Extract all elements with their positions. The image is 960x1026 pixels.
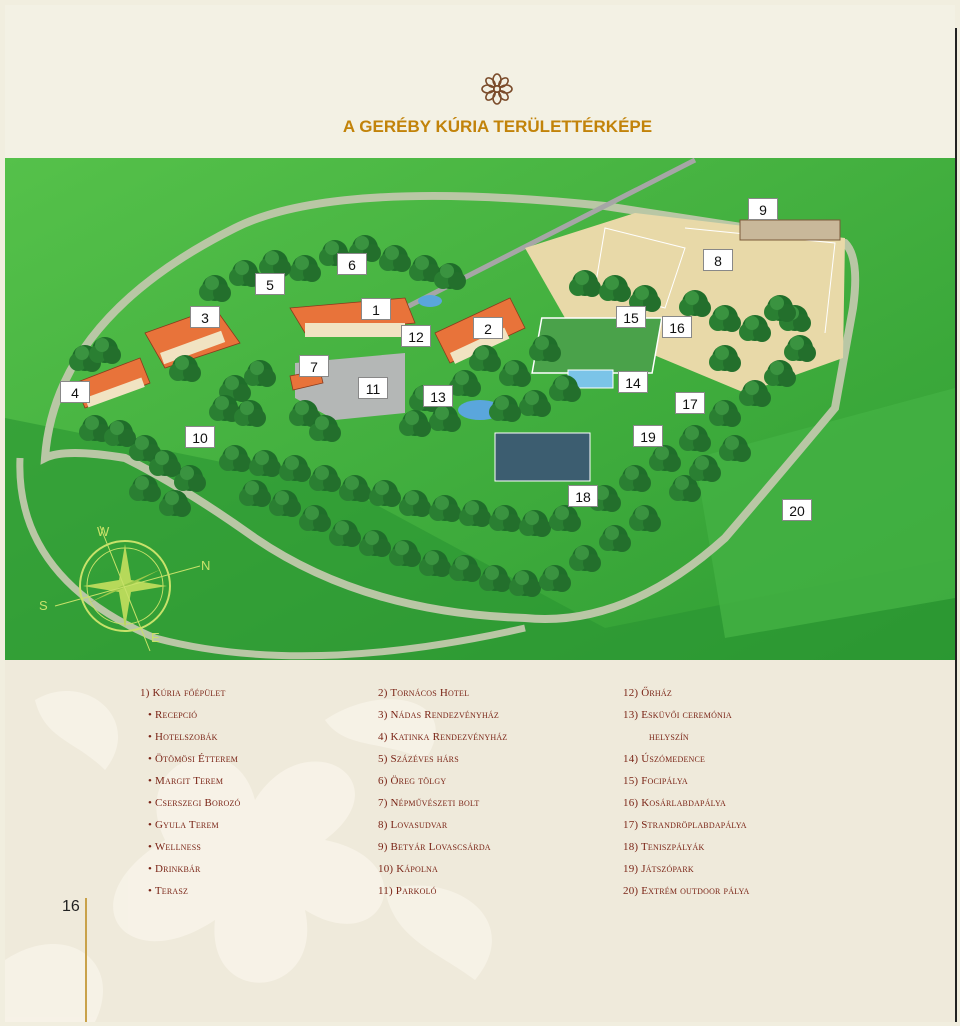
map-marker-19[interactable]: 19 <box>633 425 663 447</box>
site-map-illustration: W N S E <box>5 158 955 660</box>
site-map: W N S E 1 2 3 4 5 6 7 8 9 10 11 12 13 14… <box>5 158 955 660</box>
legend-item: 13) Esküvői ceremónia <box>623 709 732 721</box>
map-marker-9[interactable]: 9 <box>748 198 778 220</box>
legend-item: 17) Strandröplabdapálya <box>623 819 747 831</box>
map-marker-8[interactable]: 8 <box>703 249 733 271</box>
legend-item-continuation: helyszín <box>649 731 689 743</box>
legend-sub-item: Margit Terem <box>140 774 241 796</box>
legend-item: 15) Focipálya <box>623 775 688 787</box>
map-marker-2[interactable]: 2 <box>473 317 503 339</box>
legend-item: 14) Úszómedence <box>623 753 706 765</box>
legend-item: 5) Százéves hárs <box>378 753 459 765</box>
legend-item: 7) Népművészeti bolt <box>378 797 480 809</box>
legend-sub-item: Ötömösi Étterem <box>140 752 241 774</box>
map-marker-14[interactable]: 14 <box>618 371 648 393</box>
map-marker-20[interactable]: 20 <box>782 499 812 521</box>
map-marker-3[interactable]: 3 <box>190 306 220 328</box>
page-number-rule <box>85 898 87 1022</box>
map-marker-11[interactable]: 11 <box>358 377 388 399</box>
legend-item: 2) Tornácos Hotel <box>378 687 470 699</box>
legend-item: 19) Játszópark <box>623 863 694 875</box>
legend-item: 20) Extrém outdoor pálya <box>623 885 750 897</box>
compass-s: S <box>39 598 48 613</box>
legend-item: 18) Teniszpályák <box>623 841 705 853</box>
compass-e: E <box>151 630 160 645</box>
map-marker-4[interactable]: 4 <box>60 381 90 403</box>
map-marker-5[interactable]: 5 <box>255 273 285 295</box>
legend-sub-item: Recepció <box>140 708 241 730</box>
page-edge-rule <box>955 28 957 1022</box>
legend-column-1: 1) Kúria főépület Recepció Hotelszobák Ö… <box>140 686 241 906</box>
legend-sub-item: Cserszegi Borozó <box>140 796 241 818</box>
legend-sub-item: Drinkbár <box>140 862 241 884</box>
compass-rose-icon <box>54 525 201 652</box>
legend-item: 3) Nádas Rendezvényház <box>378 709 500 721</box>
legend-sub-item: Wellness <box>140 840 241 862</box>
legend-column-2: 2) Tornácos Hotel 3) Nádas Rendezvényház… <box>378 686 507 906</box>
legend-item: 16) Kosárlabdapálya <box>623 797 727 809</box>
map-marker-13[interactable]: 13 <box>423 385 453 407</box>
map-marker-7[interactable]: 7 <box>299 355 329 377</box>
legend-sub-item: Terasz <box>140 884 241 906</box>
map-marker-15[interactable]: 15 <box>616 306 646 328</box>
map-marker-6[interactable]: 6 <box>337 253 367 275</box>
legend-item: 12) Őrház <box>623 687 672 699</box>
legend-item: 9) Betyár Lovascsárda <box>378 841 491 853</box>
page-title: A GERÉBY KÚRIA TERÜLETTÉRKÉPE <box>342 117 653 136</box>
map-marker-18[interactable]: 18 <box>568 485 598 507</box>
map-marker-17[interactable]: 17 <box>675 392 705 414</box>
legend-sub-item: Hotelszobák <box>140 730 241 752</box>
legend-item: 8) Lovasudvar <box>378 819 448 831</box>
map-marker-1[interactable]: 1 <box>361 298 391 320</box>
legend-item: 1) Kúria főépület <box>140 687 226 699</box>
legend-item: 11) Parkoló <box>378 885 437 897</box>
map-marker-16[interactable]: 16 <box>662 316 692 338</box>
legend-item: 10) Kápolna <box>378 863 439 875</box>
legend-item: 6) Öreg tölgy <box>378 775 447 787</box>
legend-item: 4) Katinka Rendezvényház <box>378 731 508 743</box>
map-marker-10[interactable]: 10 <box>185 426 215 448</box>
page-header <box>5 5 955 158</box>
page-number: 16 <box>62 898 80 915</box>
flower-ornament-icon <box>481 73 513 105</box>
compass-w: W <box>97 524 110 539</box>
legend-sub-item: Gyula Terem <box>140 818 241 840</box>
compass-n: N <box>201 558 210 573</box>
map-marker-12[interactable]: 12 <box>401 325 431 347</box>
legend-column-3: 12) Őrház 13) Esküvői ceremónia helyszín… <box>623 686 750 906</box>
